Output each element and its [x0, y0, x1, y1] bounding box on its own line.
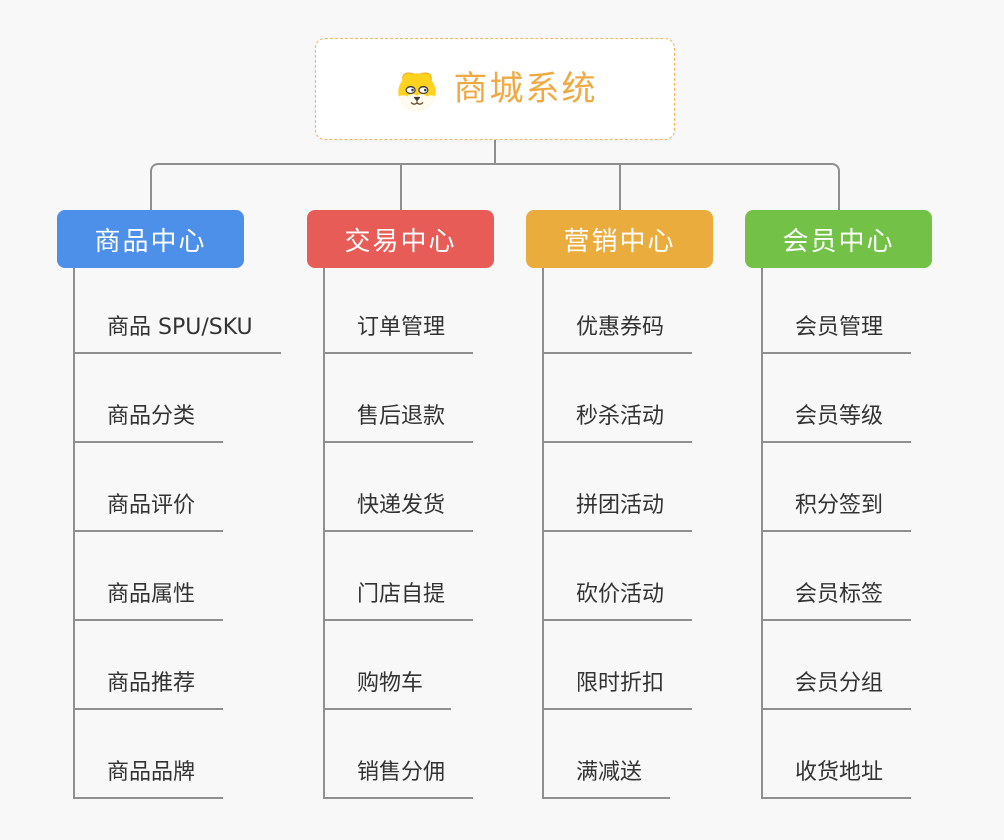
leaf-node[interactable]: 积分签到: [761, 490, 912, 532]
leaf-node[interactable]: 拼团活动: [542, 490, 693, 532]
leaf-node[interactable]: 收货地址: [761, 757, 912, 799]
connector-trunk: [323, 268, 325, 799]
leaf-node[interactable]: 满减送: [542, 757, 671, 799]
root-node[interactable]: 商城系统: [315, 38, 675, 140]
dog-face-icon: [397, 72, 436, 111]
leaf-node[interactable]: 售后退款: [323, 401, 474, 443]
leaf-node[interactable]: 会员等级: [761, 401, 912, 443]
branch-column-product: 商品中心 商品 SPU/SKU 商品分类 商品评价 商品属性 商品推荐 商品品牌: [57, 210, 281, 799]
connector-drop-marketing: [619, 165, 621, 210]
leaf-node[interactable]: 订单管理: [323, 312, 474, 354]
leaf-node[interactable]: 购物车: [323, 668, 452, 710]
connector-root-drop: [494, 139, 496, 165]
branch-column-trade: 交易中心 订单管理 售后退款 快递发货 门店自提 购物车 销售分佣: [307, 210, 494, 799]
leaf-node[interactable]: 商品属性: [73, 579, 224, 621]
leaf-node[interactable]: 商品 SPU/SKU: [73, 312, 281, 354]
branch-node-trade[interactable]: 交易中心: [307, 210, 494, 268]
leaf-node[interactable]: 销售分佣: [323, 757, 474, 799]
leaf-node[interactable]: 商品品牌: [73, 757, 224, 799]
leaf-node[interactable]: 秒杀活动: [542, 401, 693, 443]
leaf-node[interactable]: 商品分类: [73, 401, 224, 443]
connector-bus: [150, 163, 840, 210]
leaf-node[interactable]: 限时折扣: [542, 668, 693, 710]
leaf-node[interactable]: 会员管理: [761, 312, 912, 354]
leaf-node[interactable]: 快递发货: [323, 490, 474, 532]
connector-trunk: [542, 268, 544, 799]
leaf-node[interactable]: 会员标签: [761, 579, 912, 621]
leaf-node[interactable]: 商品评价: [73, 490, 224, 532]
branch-node-member[interactable]: 会员中心: [745, 210, 932, 268]
connector-drop-trade: [400, 165, 402, 210]
branch-node-product[interactable]: 商品中心: [57, 210, 244, 268]
root-title: 商城系统: [453, 69, 598, 109]
branch-column-marketing: 营销中心 优惠券码 秒杀活动 拼团活动 砍价活动 限时折扣 满减送: [526, 210, 713, 799]
leaf-node[interactable]: 门店自提: [323, 579, 474, 621]
connector-trunk: [761, 268, 763, 799]
connector-trunk: [73, 268, 75, 799]
leaf-node[interactable]: 会员分组: [761, 668, 912, 710]
leaf-node[interactable]: 砍价活动: [542, 579, 693, 621]
branch-column-member: 会员中心 会员管理 会员等级 积分签到 会员标签 会员分组 收货地址: [745, 210, 932, 799]
branch-node-marketing[interactable]: 营销中心: [526, 210, 713, 268]
leaf-node[interactable]: 优惠券码: [542, 312, 693, 354]
leaf-node[interactable]: 商品推荐: [73, 668, 224, 710]
